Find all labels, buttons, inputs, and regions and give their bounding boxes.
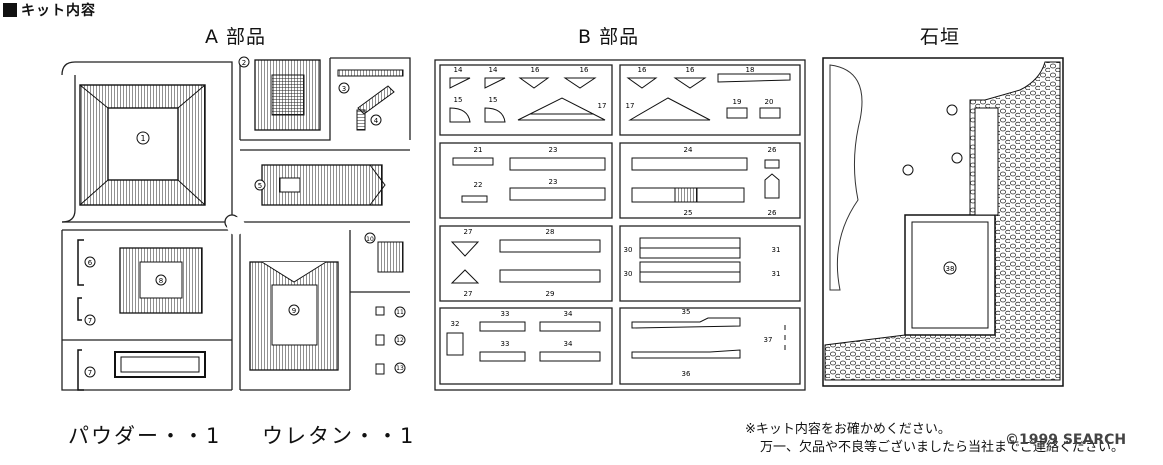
b-parts-row4 <box>446 317 786 362</box>
b-part-numbers-row1: 14 14 16 16 15 15 17 16 16 18 17 19 20 <box>454 66 774 110</box>
sprue-a <box>61 57 411 391</box>
svg-text:34: 34 <box>564 310 573 318</box>
part-number-10: 10 <box>366 236 374 243</box>
svg-text:16: 16 <box>686 66 695 74</box>
svg-text:21: 21 <box>474 146 483 154</box>
part-4-bracket: 4 <box>356 85 395 131</box>
svg-text:27: 27 <box>464 290 473 298</box>
part-number-6: 6 <box>88 259 93 267</box>
urethane-quantity: ウレタン・・1 <box>262 424 416 448</box>
part-number-8: 8 <box>159 277 163 285</box>
sprue-b <box>434 59 806 391</box>
svg-text:30: 30 <box>624 246 633 254</box>
b-part-numbers-row3: 27 28 27 29 30 30 31 31 <box>464 228 781 298</box>
svg-text:37: 37 <box>764 336 773 344</box>
svg-text:26: 26 <box>768 146 777 154</box>
stone-wall-panel: 38 <box>822 57 1064 387</box>
svg-text:26: 26 <box>768 209 777 217</box>
part-number-4: 4 <box>374 117 379 125</box>
powder-quantity: パウダー・・1 <box>68 424 222 448</box>
part-number-5: 5 <box>258 182 262 190</box>
svg-text:32: 32 <box>451 320 460 328</box>
svg-text:15: 15 <box>454 96 463 104</box>
part-number-1: 1 <box>140 134 145 143</box>
section-title-stone-wall: 石垣 <box>920 26 961 48</box>
part-10-roof: 10 <box>364 232 404 273</box>
part-5-gate-roof: 5 <box>254 164 386 206</box>
part-2-roof: 2 <box>238 56 321 131</box>
svg-text:23: 23 <box>549 178 558 186</box>
kit-contents-header: キット内容 <box>0 0 96 20</box>
svg-text:15: 15 <box>489 96 498 104</box>
svg-text:27: 27 <box>464 228 473 236</box>
svg-text:16: 16 <box>638 66 647 74</box>
b-part-numbers-row4: 32 33 34 33 34 35 36 37 <box>451 308 773 378</box>
note-check-contents: ※キット内容をお確かめください。 <box>745 422 951 437</box>
svg-text:20: 20 <box>765 98 774 106</box>
b-parts-row2 <box>452 157 780 203</box>
b-parts-row3 <box>450 237 741 284</box>
svg-text:16: 16 <box>580 66 589 74</box>
svg-text:14: 14 <box>454 66 463 74</box>
b-parts-row1 <box>449 73 791 123</box>
svg-text:36: 36 <box>682 370 691 378</box>
part-7-rail: 7 7 <box>77 297 96 391</box>
part-number-7b: 7 <box>88 369 92 377</box>
part-3-beam: 3 <box>337 69 404 94</box>
svg-text:35: 35 <box>682 308 691 316</box>
svg-text:13: 13 <box>396 365 404 372</box>
svg-text:14: 14 <box>489 66 498 74</box>
part-1-roof: 1 <box>79 84 206 206</box>
part-9-roof: 9 <box>249 261 339 371</box>
header-title: キット内容 <box>21 3 96 19</box>
section-title-b-parts: B 部品 <box>578 26 640 48</box>
part-number-7a: 7 <box>88 317 92 325</box>
svg-text:29: 29 <box>546 290 555 298</box>
b-part-numbers-row2: 21 23 22 23 24 26 25 26 <box>474 146 777 217</box>
svg-text:17: 17 <box>598 102 607 110</box>
part-number-38: 38 <box>946 265 955 273</box>
svg-text:23: 23 <box>549 146 558 154</box>
svg-text:22: 22 <box>474 181 483 189</box>
svg-text:12: 12 <box>396 337 404 344</box>
svg-text:33: 33 <box>501 340 510 348</box>
part-base-plate <box>114 351 206 378</box>
svg-text:18: 18 <box>746 66 755 74</box>
svg-text:34: 34 <box>564 340 573 348</box>
svg-text:17: 17 <box>626 102 635 110</box>
svg-text:24: 24 <box>684 146 693 154</box>
svg-text:33: 33 <box>501 310 510 318</box>
part-number-3: 3 <box>342 85 346 93</box>
section-title-a-parts: A 部品 <box>205 26 267 48</box>
watermark-text: ©1999 SEARCH <box>1005 432 1127 448</box>
part-11-13-windows: 11 12 13 <box>375 306 406 375</box>
note-missing-parts: 万一、欠品や不良等ございましたら当社までご連絡ください。 <box>760 440 1125 455</box>
part-number-9: 9 <box>292 307 296 315</box>
svg-text:11: 11 <box>396 309 404 316</box>
part-6-rail: 6 <box>77 239 96 286</box>
svg-text:19: 19 <box>733 98 742 106</box>
svg-text:28: 28 <box>546 228 555 236</box>
part-8-roof: 8 <box>119 247 203 314</box>
svg-text:16: 16 <box>531 66 540 74</box>
svg-text:25: 25 <box>684 209 693 217</box>
part-number-2: 2 <box>242 59 246 67</box>
header-marker <box>3 3 17 17</box>
svg-text:31: 31 <box>772 270 781 278</box>
svg-text:31: 31 <box>772 246 781 254</box>
svg-text:30: 30 <box>624 270 633 278</box>
